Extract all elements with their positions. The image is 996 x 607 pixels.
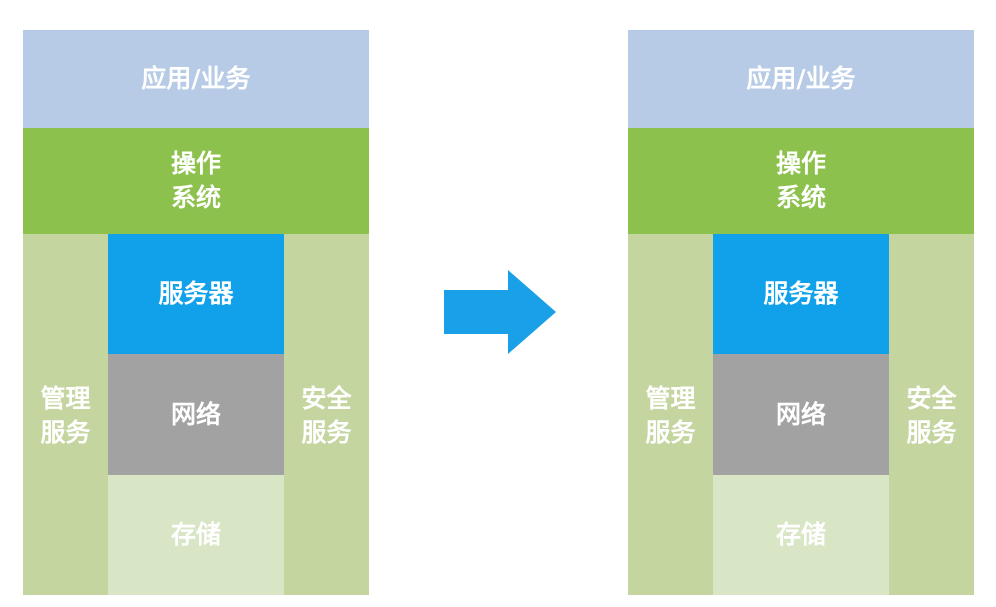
management-service-column: 管理 服务 [23,234,108,595]
management-service-label-line1: 管理 [645,384,696,413]
os-layer: 操作 系统 [23,128,369,234]
app-layer-label: 应用/业务 [141,64,251,93]
security-service-label-line2: 服务 [906,418,957,447]
os-layer-label-line1: 操作 [775,149,826,178]
app-layer-label: 应用/业务 [746,64,856,93]
security-service-label-line1: 安全 [301,384,352,413]
os-layer-label-line1: 操作 [170,149,221,178]
os-layer-label-line2: 系统 [775,183,826,212]
security-service-column: 安全 服务 [284,234,369,595]
management-service-label-line2: 服务 [40,418,91,447]
security-service-label-line2: 服务 [301,418,352,447]
management-service-label-line2: 服务 [645,418,696,447]
security-service-column: 安全 服务 [889,234,974,595]
security-service-label-line1: 安全 [906,384,957,413]
arrow-shape [444,270,556,354]
storage-layer-label: 存储 [775,520,826,549]
server-layer: 服务器 [713,234,889,354]
management-service-label-line1: 管理 [40,384,91,413]
app-layer: 应用/业务 [23,30,369,128]
storage-layer: 存储 [108,475,284,595]
app-layer: 应用/业务 [628,30,974,128]
storage-layer-label: 存储 [170,520,221,549]
arrow-right-icon [444,270,556,354]
network-layer: 网络 [108,354,284,475]
server-layer: 服务器 [108,234,284,354]
stack-after: 应用/业务 操作 系统 管理 服务 服务器 网络 存储 安全 服务 [628,30,974,595]
network-layer-label: 网络 [170,399,221,429]
os-layer-label-line2: 系统 [170,183,221,212]
server-layer-label: 服务器 [763,279,839,308]
server-layer-label: 服务器 [158,279,234,308]
stack-before: 应用/业务 操作 系统 管理 服务 服务器 网络 存储 安全 服务 [23,30,369,595]
os-layer: 操作 系统 [628,128,974,234]
network-layer: 网络 [713,354,889,475]
network-layer-label: 网络 [775,399,826,429]
storage-layer: 存储 [713,475,889,595]
management-service-column: 管理 服务 [628,234,713,595]
